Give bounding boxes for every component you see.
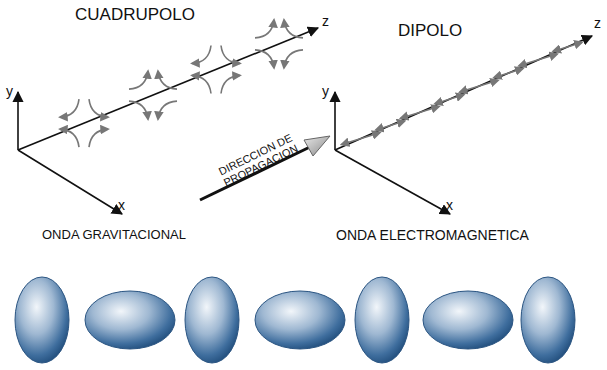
field-arrow [284,50,303,68]
field-arrow [192,45,211,63]
axis-label: z [594,16,601,31]
field-arrow [89,99,108,117]
field-arrow [255,50,274,68]
field-arrow [553,42,582,51]
direction-label: DIRECCION DE PROPAGACION [211,129,304,191]
axis-label: x [118,198,125,213]
field-arrow [435,95,464,104]
earth-shape [185,277,239,363]
field-arrow [89,129,108,147]
field-arrow [158,101,177,119]
field-arrow [376,121,405,130]
caption-label: ONDA GRAVITACIONAL [42,228,186,242]
deformed-earth-sequence [15,277,575,363]
field-arrow [221,75,240,93]
field-arrow [158,71,177,89]
field-arrow [401,106,439,118]
quadrupole-field-arrows [60,20,303,147]
coordinate-axes [18,28,592,214]
earth-shape [521,277,575,363]
caption-label: ONDA ELECTROMAGNETICA [336,228,529,243]
field-arrow [460,80,498,92]
field-arrow [60,99,79,117]
field-arrow [129,71,148,89]
panel-heading: DIPOLO [398,22,462,41]
earth-shape [255,291,345,349]
field-arrow [255,20,274,38]
panel-heading: CUADRUPOLO [75,6,195,25]
field-arrow [494,69,523,78]
field-arrow [60,129,79,147]
field-arrow [129,101,148,119]
earth-shape [355,277,409,363]
field-arrow [221,45,240,63]
axis-label: y [6,84,13,99]
axis-label: z [322,14,329,29]
dipole-field-arrows [342,42,582,144]
field-arrow [284,20,303,38]
axis-label: x [446,198,453,213]
field-arrow [519,54,557,66]
field-arrow [342,133,380,145]
earth-shape [85,291,175,349]
axis-label: y [322,84,329,99]
earth-shape [423,291,513,349]
earth-shape [15,277,69,363]
field-arrow [192,75,211,93]
